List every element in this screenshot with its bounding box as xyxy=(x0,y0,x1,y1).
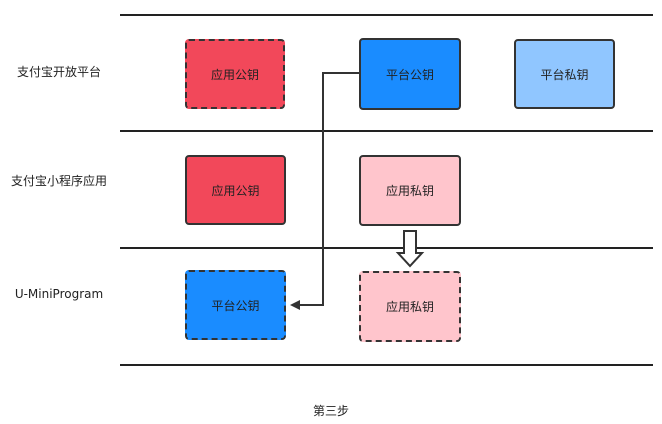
platform-app-public-key: 应用公钥 xyxy=(185,39,285,109)
mini-app-private-key: 应用私钥 xyxy=(359,271,461,342)
platform-platform-private-key: 平台私钥 xyxy=(514,39,615,109)
app-app-private-key: 应用私钥 xyxy=(359,155,461,226)
row-label-u-miniprogram: U-MiniProgram xyxy=(14,287,104,301)
step-caption: 第三步 xyxy=(312,404,349,418)
mini-platform-public-key: 平台公钥 xyxy=(185,270,286,340)
row-divider-bottom xyxy=(120,364,653,366)
row-divider-1 xyxy=(120,130,653,132)
platform-platform-public-key: 平台公钥 xyxy=(359,38,461,110)
row-label-alipay-mini-app: 支付宝小程序应用 xyxy=(10,174,107,188)
row-divider-2 xyxy=(120,247,653,249)
private-key-copy-arrow xyxy=(395,230,425,268)
platform-public-key-transfer-arrow xyxy=(290,72,359,310)
app-app-public-key: 应用公钥 xyxy=(185,155,286,225)
row-label-alipay-open-platform: 支付宝开放平台 xyxy=(16,65,101,79)
row-divider-top xyxy=(120,14,653,16)
